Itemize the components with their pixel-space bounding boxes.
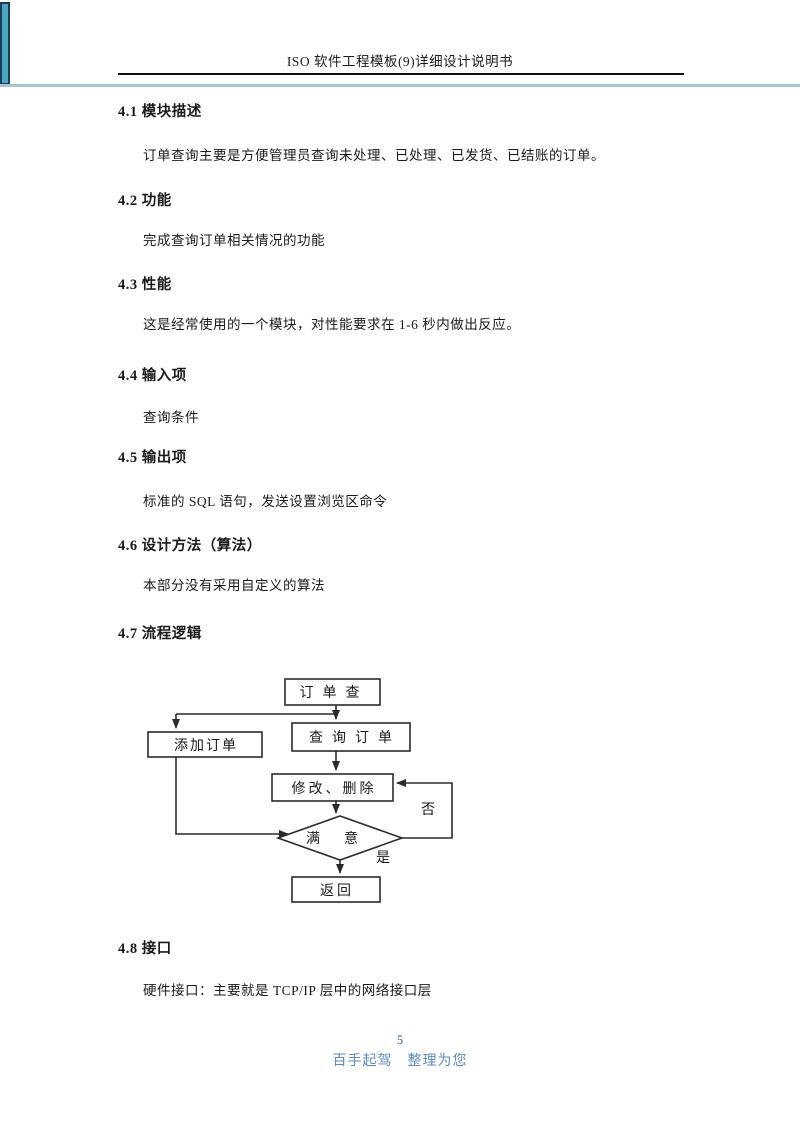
flow-node-query: 查询订单 [291,722,411,752]
flow-node-start: 订单查 [284,678,381,706]
flow-diagram: 订单查 查询订单 添加订单 修改、删除 满意 返回 否 是 [147,678,453,903]
flow-node-modify: 修改、删除 [271,773,394,802]
section-body-4-2: 完成查询订单相关情况的功能 [143,233,325,248]
section-body-4-8: 硬件接口：主要就是 TCP/IP 层中的网络接口层 [143,983,432,998]
flow-label-no: 否 [421,803,435,818]
section-body-4-6: 本部分没有采用自定义的算法 [143,578,325,593]
section-heading-4-8: 4.8 接口 [118,941,172,957]
section-heading-4-5: 4.5 输出项 [118,450,187,466]
flow-arrow-add-to-decision [175,757,289,838]
teal-horizontal-rule [0,84,800,87]
flow-label-yes: 是 [376,851,390,866]
section-heading-4-1: 4.1 模块描述 [118,104,202,120]
section-body-4-4: 查询条件 [143,410,199,425]
flow-node-add: 添加订单 [147,731,263,758]
section-body-4-5: 标准的 SQL 语句，发送设置浏览区命令 [143,494,388,509]
document-header-title: ISO 软件工程模板(9)详细设计说明书 [286,54,514,69]
flow-node-end-label: 返回 [320,883,354,899]
left-accent-bar [0,2,10,85]
flow-node-start-label: 订单查 [300,685,369,701]
section-heading-4-2: 4.2 功能 [118,193,172,209]
flow-node-add-label: 添加订单 [174,738,238,754]
flow-node-decision-label: 满意 [306,830,382,847]
section-heading-4-3: 4.3 性能 [118,277,172,293]
header-underline [118,73,684,75]
footer-page-number: 5 [396,1033,404,1047]
flow-node-end: 返回 [291,876,381,903]
footer-tagline: 百手起驾 整理为您 [332,1054,468,1069]
section-heading-4-7: 4.7 流程逻辑 [118,626,202,642]
flow-node-modify-label: 修改、删除 [292,781,377,797]
flow-node-query-label: 查询订单 [309,730,401,746]
flow-arrow-decision-no-loop [396,779,453,839]
flow-node-decision: 满意 [275,815,405,861]
section-heading-4-4: 4.4 输入项 [118,368,187,384]
section-body-4-1: 订单查询主要是方便管理员查询未处理、已处理、已发货、已结账的订单。 [143,148,605,163]
section-body-4-3: 这是经常使用的一个模块，对性能要求在 1-6 秒内做出反应。 [143,317,521,332]
section-heading-4-6: 4.6 设计方法（算法） [118,538,262,554]
